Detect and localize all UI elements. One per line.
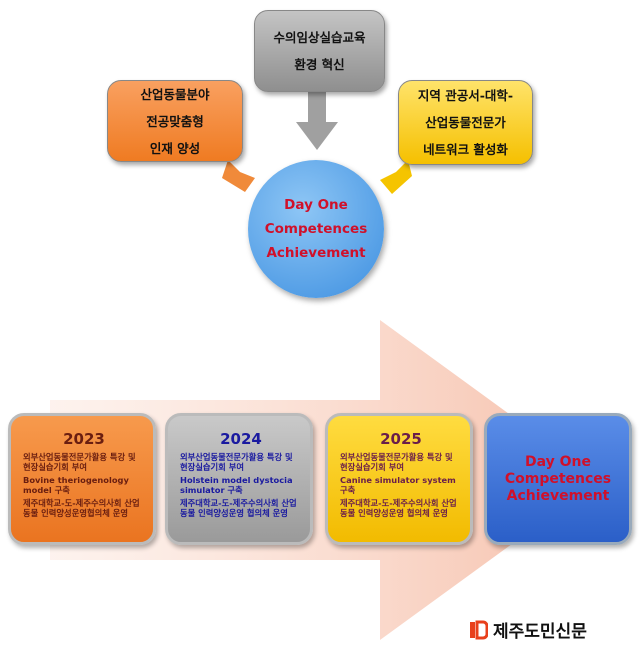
publisher-logo: 제주도민신문 [470, 617, 587, 642]
text-line: Competences [264, 221, 368, 237]
text-line: Achievement [266, 245, 366, 261]
text-line: 수의임상실습교육 [273, 30, 366, 45]
text-line: Day One [284, 197, 348, 213]
logo-icon [470, 620, 488, 639]
text-line: 인재 양성 [149, 140, 201, 156]
item: 외부산업동물전문가활용 특강 및 현장실습기회 부여 [23, 452, 136, 472]
item: 외부산업동물전문가활용 특강 및 현장실습기회 부여 [180, 452, 293, 472]
item: Bovine theriogenology model 구축 [23, 475, 129, 495]
text-line: 환경 혁신 [294, 57, 345, 72]
goal-box: Day One Competences Achievement [484, 413, 632, 545]
year-label: 2024 [220, 430, 262, 448]
text-line: 네트워크 활성화 [423, 142, 508, 157]
item: Canine simulator system 구축 [340, 475, 456, 495]
logo-text: 제주도민신문 [493, 622, 587, 642]
goal-circle: Day One Competences Achievement [248, 160, 384, 298]
orange-arrow [222, 160, 255, 192]
orange-box-talent: 산업동물분야 전공맞춤형 인재 양성 [107, 80, 243, 162]
text-line: Day One [524, 453, 591, 470]
down-arrow [296, 92, 338, 150]
text-line: 전공맞춤형 [146, 113, 204, 129]
text-line: 지역 관공서-대학- [417, 88, 514, 103]
year-label: 2023 [63, 430, 105, 448]
year-box-2023: 2023 외부산업동물전문가활용 특강 및 현장실습기회 부여 Bovine t… [8, 413, 156, 545]
item: 제주대학교-도-제주수의사회 산업동물 인력양성운영 협의체 운영 [340, 498, 457, 518]
yellow-box-network: 지역 관공서-대학- 산업동물전문가 네트워크 활성화 [398, 80, 533, 165]
item: 제주대학교-도-제주수의사회 산업동물 인력양성운영협의체 운영 [23, 498, 140, 518]
year-box-2025: 2025 외부산업동물전문가활용 특강 및 현장실습기회 부여 Canine s… [325, 413, 473, 545]
text-line: Competences [504, 470, 612, 487]
text-line: 산업동물전문가 [425, 115, 506, 130]
yellow-arrow [380, 160, 412, 194]
item: 제주대학교-도-제주수의사회 산업동물 인력양성운영 협의체 운영 [180, 498, 297, 518]
text-line: Achievement [506, 487, 610, 504]
year-box-2024: 2024 외부산업동물전문가활용 특강 및 현장실습기회 부여 Holstein… [165, 413, 313, 545]
gray-box-clinical-education: 수의임상실습교육 환경 혁신 [254, 10, 385, 92]
item: 외부산업동물전문가활용 특강 및 현장실습기회 부여 [340, 452, 453, 472]
year-label: 2025 [380, 430, 422, 448]
item: Holstein model dystocia simulator 구축 [180, 475, 293, 495]
text-line: 산업동물분야 [140, 86, 210, 102]
